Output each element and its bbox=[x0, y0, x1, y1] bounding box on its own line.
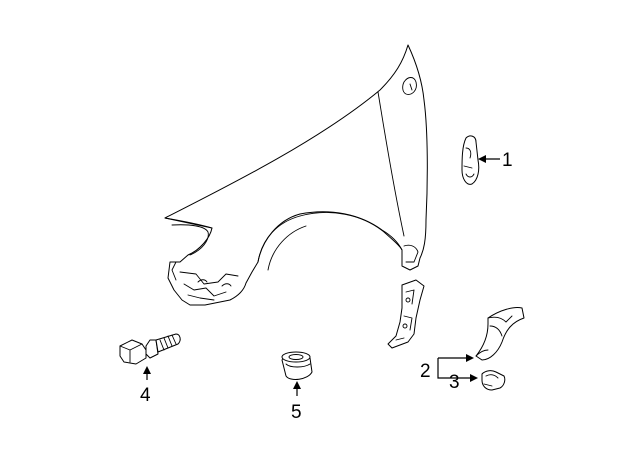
part-3-clip bbox=[481, 370, 506, 391]
callout-3: 3 bbox=[449, 372, 460, 393]
fender-bracket bbox=[387, 279, 425, 349]
fender bbox=[164, 44, 428, 306]
part-4-bolt bbox=[119, 333, 181, 380]
callout-4: 4 bbox=[140, 385, 151, 406]
part-2-splash-shield bbox=[475, 307, 525, 361]
callout-2: 2 bbox=[420, 361, 431, 382]
callout-5: 5 bbox=[291, 402, 302, 423]
part-5-grommet bbox=[281, 351, 313, 396]
callout-1: 1 bbox=[502, 150, 513, 171]
part-1-clip bbox=[461, 135, 500, 185]
callout-leaders-2-3 bbox=[437, 354, 478, 382]
